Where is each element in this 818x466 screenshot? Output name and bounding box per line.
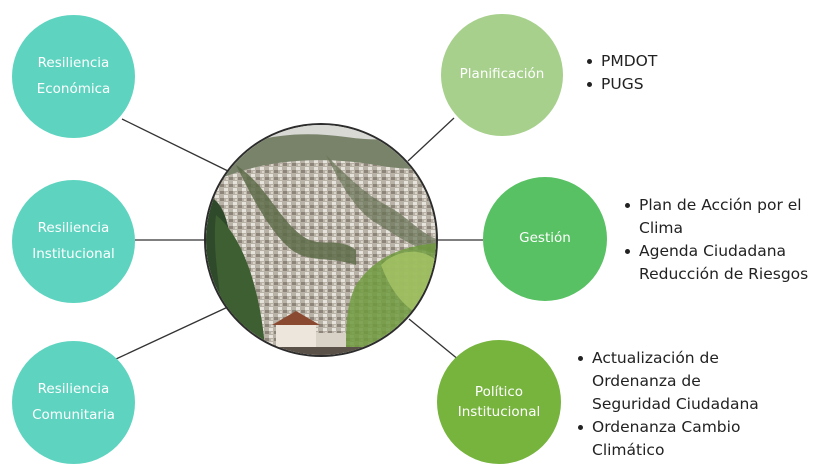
city-photo xyxy=(204,123,438,357)
bullet-text-line: Ordenanza Cambio xyxy=(592,418,741,436)
node-label-line: Planificación xyxy=(459,66,545,83)
bullet-item: PUGS xyxy=(586,73,657,96)
bullet-text-line: Reducción de Riesgos xyxy=(639,265,809,283)
node-label-line: Resiliencia xyxy=(37,54,110,71)
planificacion-node: Planificación xyxy=(441,14,563,136)
node-label-line: Político xyxy=(474,383,524,400)
node-label-line: Institucional xyxy=(457,404,541,420)
bullet-item: PMDOT xyxy=(586,50,657,73)
node-label-line: Resiliencia xyxy=(37,219,110,236)
connector-planificacion xyxy=(407,117,455,162)
bullet-item: Ordenanza Cambio Climático xyxy=(577,416,759,462)
resiliencia-institucional-node: Resiliencia Institucional xyxy=(12,180,135,303)
bullet-text: PMDOT xyxy=(601,52,658,70)
bullet-item: Agenda Ciudadana Reducción de Riesgos xyxy=(624,240,808,286)
bullet-text-line: Ordenanza de xyxy=(592,372,701,390)
bullet-text-line: Agenda Ciudadana xyxy=(639,242,787,260)
bullet-item: Actualización de Ordenanza de Seguridad … xyxy=(577,347,759,416)
bullet-text-line: Climático xyxy=(592,441,665,459)
politico-bullets: Actualización de Ordenanza de Seguridad … xyxy=(577,347,759,462)
gestion-node: Gestión xyxy=(483,177,607,301)
node-label-line: Económica xyxy=(36,80,111,97)
bullet-text-line: Plan de Acción por el xyxy=(639,196,802,214)
bullet-text-line: Seguridad Ciudadana xyxy=(592,395,759,413)
node-label-line: Comunitaria xyxy=(32,406,115,423)
city-hillside-image xyxy=(206,125,436,355)
node-label-line: Institucional xyxy=(32,245,115,262)
connector-economica xyxy=(121,118,231,173)
node-label-line: Gestión xyxy=(519,230,571,247)
politico-institucional-node: Político Institucional xyxy=(437,340,561,464)
resiliencia-economica-node: Resiliencia Económica xyxy=(12,15,135,138)
bullet-text-line: Clima xyxy=(639,219,684,237)
resiliencia-comunitaria-node: Resiliencia Comunitaria xyxy=(12,341,135,464)
bullet-text-line: Actualización de xyxy=(592,349,719,367)
gestion-bullets: Plan de Acción por el Clima Agenda Ciuda… xyxy=(624,194,808,286)
node-label-line: Resiliencia xyxy=(37,380,110,397)
bullet-item: Plan de Acción por el Clima xyxy=(624,194,808,240)
connector-comunitaria xyxy=(115,305,231,360)
bullet-text: PUGS xyxy=(601,75,644,93)
connector-politico xyxy=(408,318,460,361)
planificacion-bullets: PMDOT PUGS xyxy=(586,50,657,96)
